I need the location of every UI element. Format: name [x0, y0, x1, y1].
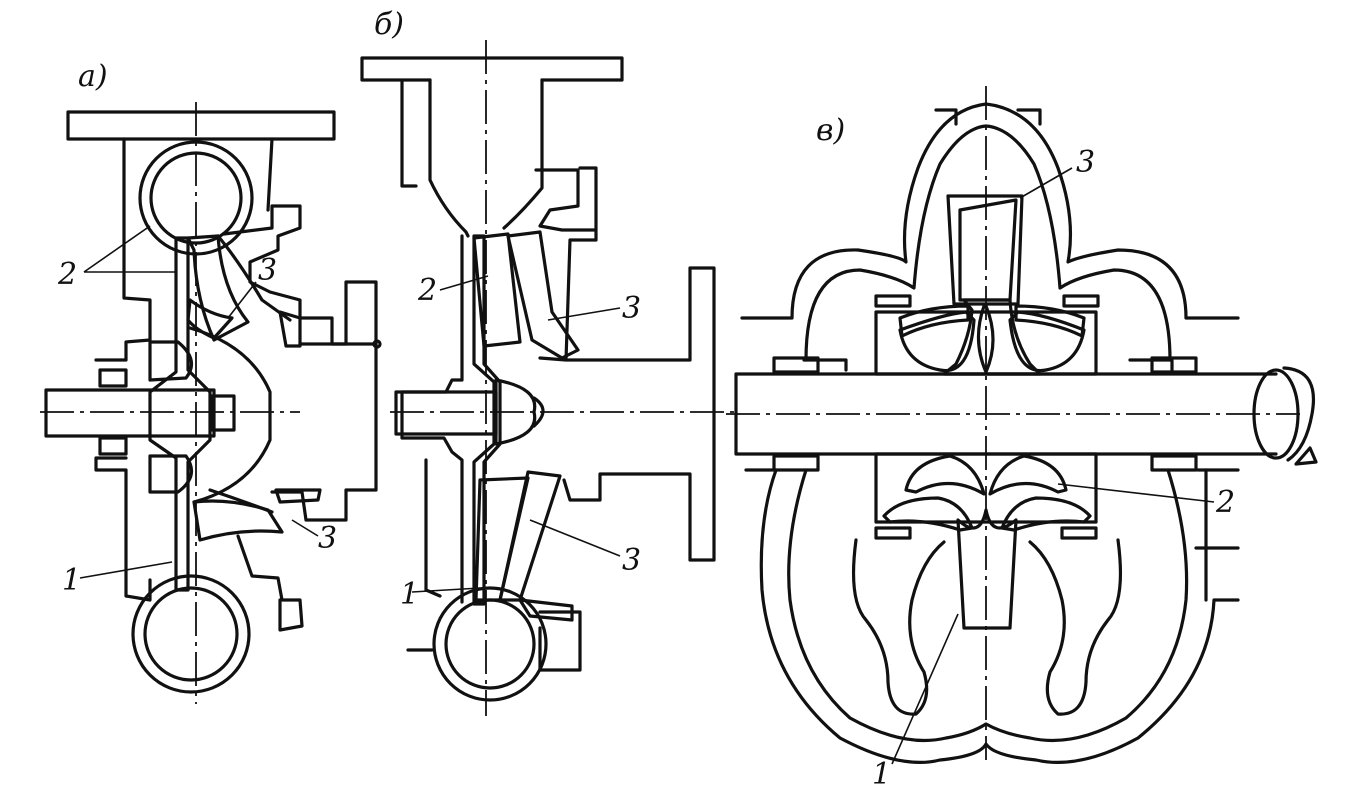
- view-a-top-flange: [66, 110, 336, 141]
- view-c-double-suction-pump-section: в) 3 2 1: [726, 86, 1318, 792]
- view-c-ring-ul: [874, 294, 912, 308]
- view-b-liner-3-upper: [506, 230, 580, 360]
- view-c-upper-vane-right: [1008, 310, 1086, 373]
- view-c-label-2: 2: [1215, 485, 1235, 520]
- view-c-seal-ll: [772, 454, 820, 472]
- view-a-label-3-top: 3: [258, 253, 277, 288]
- view-c-ring-ll: [874, 526, 912, 540]
- view-a-volute-lower: [131, 574, 251, 694]
- view-c-seal-ur: [1150, 356, 1198, 374]
- view-a-shaft-nut: [210, 394, 236, 432]
- view-c-label-3: 3: [1076, 145, 1095, 180]
- view-c-tag: в): [816, 113, 845, 148]
- view-b-liner-2: [472, 232, 522, 348]
- view-c-ring-lr: [1060, 526, 1098, 540]
- view-a-impeller-disc: [148, 236, 212, 592]
- view-a-gland-upper: [98, 368, 128, 388]
- view-b-label-2: 2: [417, 273, 437, 308]
- view-b-casing-right: [534, 166, 716, 562]
- view-c-lower-casing-outer: [744, 468, 1240, 764]
- view-a-hub: [148, 340, 194, 494]
- view-b-label-3-bottom: 3: [622, 543, 641, 578]
- view-a-casing-lower: [94, 456, 304, 632]
- view-c-upper-vane-left: [898, 310, 976, 373]
- view-c-lining-3: [946, 194, 1024, 306]
- view-b-impeller-disc: [472, 234, 502, 606]
- view-c-rotation-arrow: [1282, 366, 1315, 462]
- view-c-lower-hub-left: [904, 454, 986, 496]
- view-b-label-3-top: 3: [622, 291, 641, 326]
- view-c-lower-casing-inner: [787, 468, 1189, 743]
- view-c-lower-vane-right: [1000, 496, 1092, 532]
- view-a-lining-upper: [186, 234, 250, 342]
- view-a-lining-lower: [192, 499, 284, 542]
- view-c-channel-right: [1028, 538, 1123, 716]
- view-a-shaft: [44, 388, 216, 438]
- view-a-casing-right: [222, 204, 378, 522]
- view-c-seal-lr: [1150, 454, 1198, 472]
- view-b-tag: б): [374, 7, 404, 42]
- view-b-centrifugal-pump-section: б) 2 3 3 1: [360, 7, 740, 716]
- view-a-gland-lower: [98, 436, 128, 456]
- view-b-top-flange: [360, 56, 624, 188]
- view-b-casing-left: [400, 234, 464, 604]
- view-c-upper-casing-inner: [804, 124, 1172, 362]
- view-a-label-1: 1: [62, 563, 81, 598]
- view-b-discharge-throat: [428, 78, 544, 238]
- view-b-hub-nose: [494, 378, 537, 446]
- view-a-casing-upper: [94, 137, 274, 362]
- view-a-label-3-bottom: 3: [318, 521, 337, 556]
- view-a-label-2: 2: [57, 257, 77, 292]
- view-c-label-1: 1: [872, 757, 891, 792]
- view-c-lower-hub-right: [988, 454, 1068, 496]
- view-c-channel-left: [851, 538, 946, 716]
- view-c-ring-ur: [1062, 294, 1100, 308]
- view-a-centrifugal-pump-section: а) 2 3 3 1: [40, 59, 382, 704]
- view-c-lower-vane-left: [882, 496, 974, 532]
- view-b-liner-3-lower: [498, 470, 562, 602]
- view-c-lower-impeller-frame: [874, 452, 1098, 524]
- view-c-seal-ul: [772, 356, 820, 374]
- view-b-shaft: [394, 390, 498, 436]
- view-b-label-1: 1: [400, 577, 419, 612]
- view-a-tag: а): [78, 59, 108, 94]
- view-b-volute: [432, 586, 548, 702]
